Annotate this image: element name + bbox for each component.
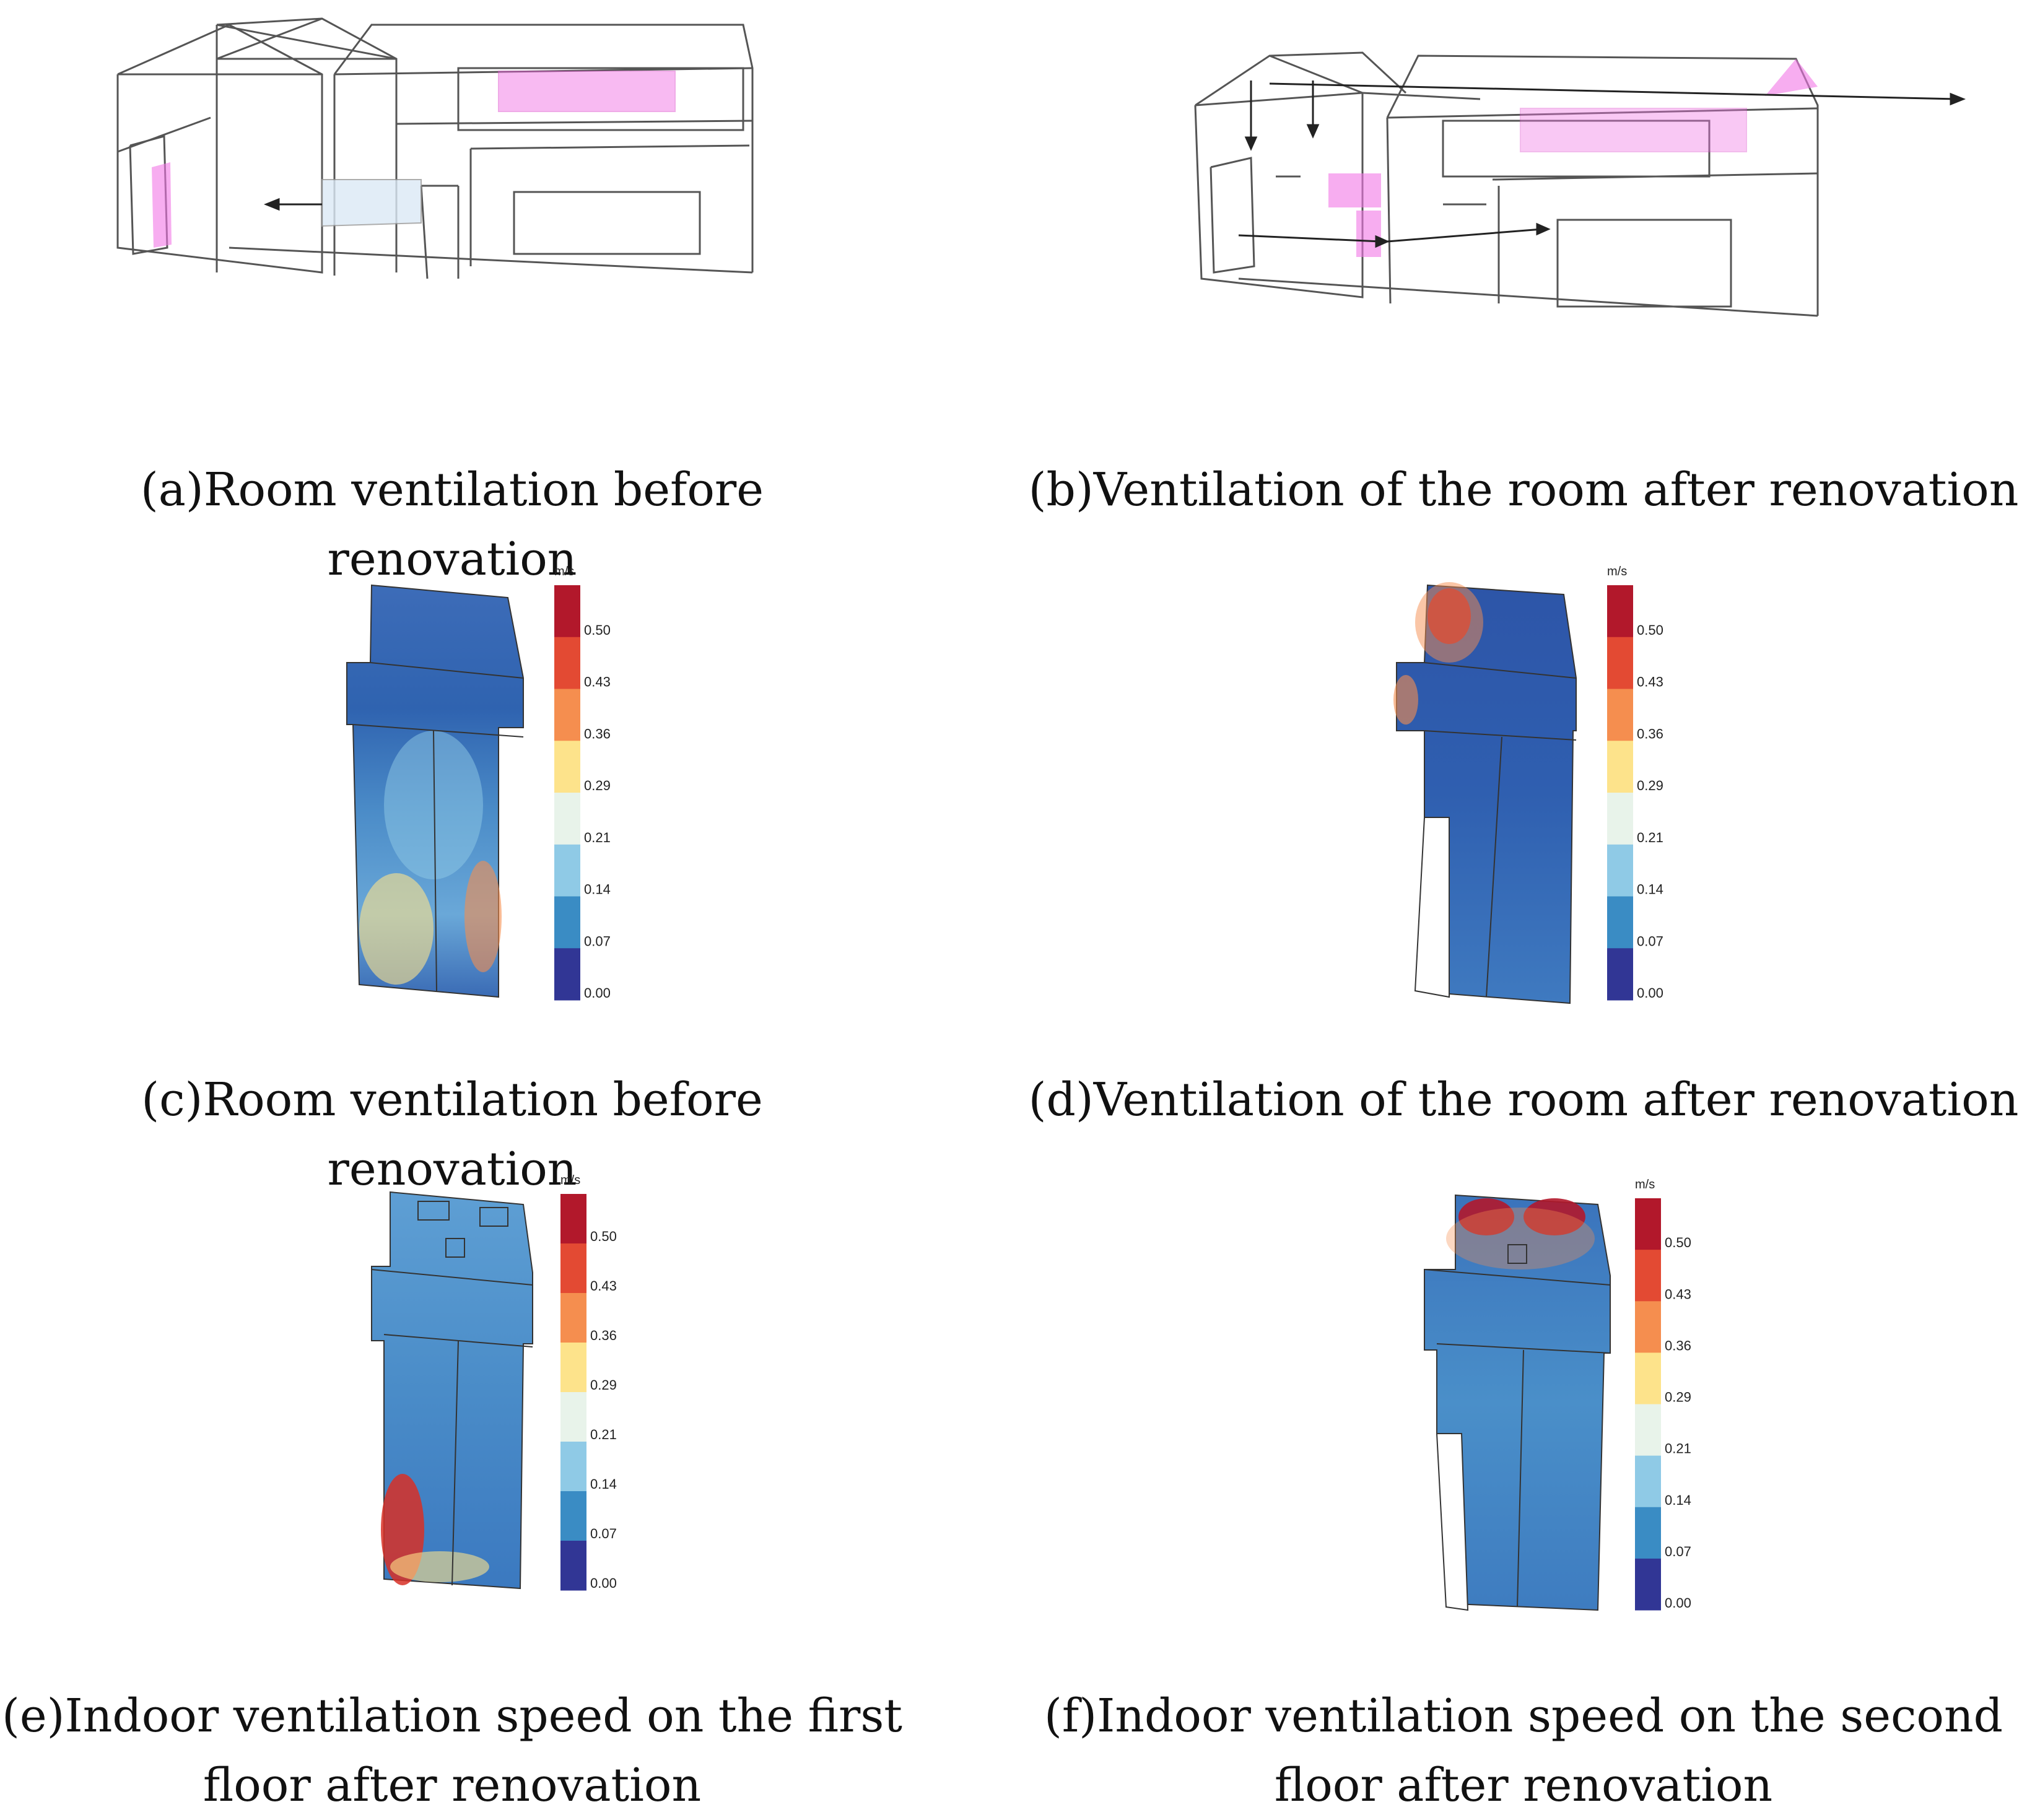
- legend-c-swatch: [554, 844, 580, 897]
- legend-d-tick: 0.21: [1637, 830, 1663, 845]
- legend-c-tick: 0.43: [584, 674, 611, 690]
- legend-e-swatch: [560, 1491, 586, 1541]
- legend-e-tick: 0.29: [590, 1377, 617, 1393]
- legend-f-tick: 0.36: [1665, 1338, 1691, 1353]
- legend-f: m/s 0.50 0.43 0.36 0.29 0.21 0.14 0.07 0.00: [1635, 1178, 1691, 1611]
- legend-f-swatch: [1635, 1507, 1661, 1559]
- legend-e-tick: 0.50: [590, 1229, 617, 1244]
- legend-c-swatch: [554, 896, 580, 949]
- legend-d-tick: 0.36: [1637, 726, 1663, 741]
- caption-e: (e)Indoor ventilation speed on the first…: [0, 1681, 904, 1820]
- legend-c-tick: 0.00: [584, 985, 611, 1001]
- legend-f-unit: m/s: [1635, 1178, 1655, 1191]
- legend-c: m/s 0.50 0.43 0.36 0.29 0.21 0.14 0.07 0.00: [554, 565, 611, 1001]
- legend-c-unit: m/s: [554, 565, 574, 578]
- legend-d-swatch: [1607, 896, 1633, 949]
- legend-e-tick: 0.36: [590, 1328, 617, 1343]
- legend-d-swatch: [1607, 793, 1633, 845]
- legend-d-swatch: [1607, 637, 1633, 689]
- legend-f-tick: 0.14: [1665, 1492, 1691, 1508]
- legend-d: m/s 0.50 0.43 0.36 0.29 0.21 0.14 0.07 0.00: [1607, 565, 1663, 1001]
- caption-a: (a)Room ventilation before renovation: [140, 463, 764, 586]
- caption-d: (d)Ventilation of the room after renovat…: [1028, 1073, 2019, 1126]
- legend-e-swatch: [560, 1442, 586, 1492]
- legend-f-swatch: [1635, 1455, 1661, 1508]
- legend-c-tick: 0.14: [584, 882, 611, 897]
- caption-f: (f)Indoor ventilation speed on the secon…: [1028, 1681, 2019, 1820]
- legend-f-swatch: [1635, 1404, 1661, 1456]
- legend-f-tick: 0.50: [1665, 1235, 1691, 1250]
- legend-d-swatch: [1607, 844, 1633, 897]
- legend-c-tick: 0.07: [584, 933, 611, 949]
- legend-e-swatch: [560, 1392, 586, 1442]
- diagram-b-wireframe: [1194, 51, 1966, 317]
- legend-d-swatch: [1607, 741, 1633, 793]
- legend-e-swatch: [560, 1343, 586, 1393]
- diagram-a-wireframe: [116, 17, 754, 279]
- legend-d-tick: 0.07: [1637, 933, 1663, 949]
- legend-f-tick: 0.43: [1665, 1286, 1691, 1302]
- legend-c-swatch: [554, 637, 580, 689]
- legend-c-tick: 0.21: [584, 830, 611, 845]
- legend-c-swatch: [554, 948, 580, 1001]
- legend-f-tick: 0.21: [1665, 1441, 1691, 1456]
- legend-e-tick: 0.43: [590, 1278, 617, 1294]
- legend-d-tick: 0.14: [1637, 882, 1663, 897]
- legend-e-tick: 0.21: [590, 1427, 617, 1442]
- legend-d-tick: 0.43: [1637, 674, 1663, 690]
- legend-e-tick: 0.14: [590, 1476, 617, 1492]
- legend-f-swatch: [1635, 1250, 1661, 1302]
- caption-e-line2: floor after renovation: [203, 1759, 702, 1812]
- legend-e-tick: 0.00: [590, 1575, 617, 1591]
- legend-c-swatch: [554, 793, 580, 845]
- legend-e-swatch: [560, 1541, 586, 1591]
- legend-c-tick: 0.50: [584, 622, 611, 638]
- legend-d-tick: 0.50: [1637, 622, 1663, 638]
- legend-d-unit: m/s: [1607, 565, 1627, 578]
- legend-e: m/s 0.50 0.43 0.36 0.29 0.21 0.14 0.07 0.00: [560, 1173, 617, 1591]
- legend-c-swatch: [554, 585, 580, 638]
- legend-d-swatch: [1607, 585, 1633, 638]
- caption-f-line2: floor after renovation: [1274, 1759, 1773, 1812]
- legend-d-tick: 0.00: [1637, 985, 1663, 1001]
- legend-f-tick: 0.07: [1665, 1544, 1691, 1559]
- legend-c-tick: 0.36: [584, 726, 611, 741]
- legend-f-swatch: [1635, 1301, 1661, 1353]
- legend-e-swatch: [560, 1243, 586, 1294]
- legend-f-swatch: [1635, 1198, 1661, 1250]
- caption-e-line1: (e)Indoor ventilation speed on the first: [1, 1689, 903, 1743]
- legend-e-unit: m/s: [560, 1173, 580, 1187]
- legend-d-swatch: [1607, 689, 1633, 741]
- legend-d-tick: 0.29: [1637, 778, 1663, 793]
- legend-e-tick: 0.07: [590, 1526, 617, 1541]
- legend-f-tick: 0.29: [1665, 1390, 1691, 1405]
- legend-e-swatch: [560, 1194, 586, 1244]
- legend-c-swatch: [554, 741, 580, 793]
- caption-f-line1: (f)Indoor ventilation speed on the secon…: [1044, 1689, 2003, 1743]
- legend-c-swatch: [554, 689, 580, 741]
- legend-f-swatch: [1635, 1352, 1661, 1404]
- legend-f-tick: 0.00: [1665, 1595, 1691, 1611]
- caption-c: (c)Room ventilation before renovation: [141, 1073, 763, 1196]
- caption-b: (b)Ventilation of the room after renovat…: [1028, 463, 2019, 516]
- legend-e-swatch: [560, 1293, 586, 1343]
- legend-c-tick: 0.29: [584, 778, 611, 793]
- legend-f-swatch: [1635, 1558, 1661, 1611]
- legend-d-swatch: [1607, 948, 1633, 1001]
